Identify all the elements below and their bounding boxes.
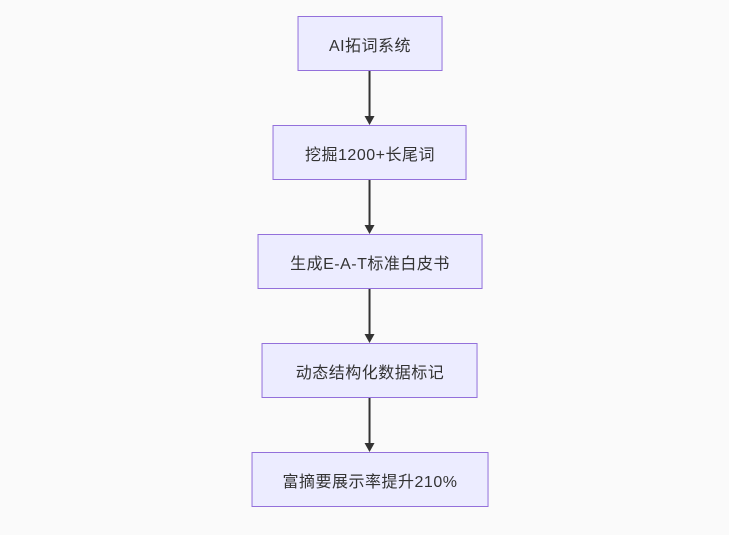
- flowchart-column: AI拓词系统 挖掘1200+长尾词 生成E-A-T标准白皮书 动态结构化数据标记: [251, 16, 489, 507]
- flow-arrow-1: [365, 71, 375, 125]
- arrow-line: [369, 71, 371, 116]
- node-label: 动态结构化数据标记: [295, 364, 445, 382]
- arrow-line: [369, 398, 371, 443]
- arrowhead-down-icon: [365, 443, 375, 452]
- node-label: 富摘要展示率提升210%: [282, 473, 458, 491]
- arrow-line: [369, 180, 371, 225]
- flow-arrow-3: [365, 289, 375, 343]
- arrow-line: [369, 289, 371, 334]
- flow-arrow-2: [365, 180, 375, 234]
- node-label: AI拓词系统: [328, 37, 412, 55]
- arrowhead-down-icon: [365, 334, 375, 343]
- arrowhead-down-icon: [365, 116, 375, 125]
- node-label: 生成E-A-T标准白皮书: [290, 255, 450, 273]
- flow-arrow-4: [365, 398, 375, 452]
- flow-node-eat-whitepaper: 生成E-A-T标准白皮书: [257, 234, 483, 289]
- flow-node-rich-snippet-result: 富摘要展示率提升210%: [251, 452, 489, 507]
- flow-node-longtail-mining: 挖掘1200+长尾词: [273, 125, 467, 180]
- arrowhead-down-icon: [365, 225, 375, 234]
- node-label: 挖掘1200+长尾词: [305, 146, 435, 164]
- flow-node-ai-word-system: AI拓词系统: [297, 16, 443, 71]
- flow-node-structured-data: 动态结构化数据标记: [262, 343, 478, 398]
